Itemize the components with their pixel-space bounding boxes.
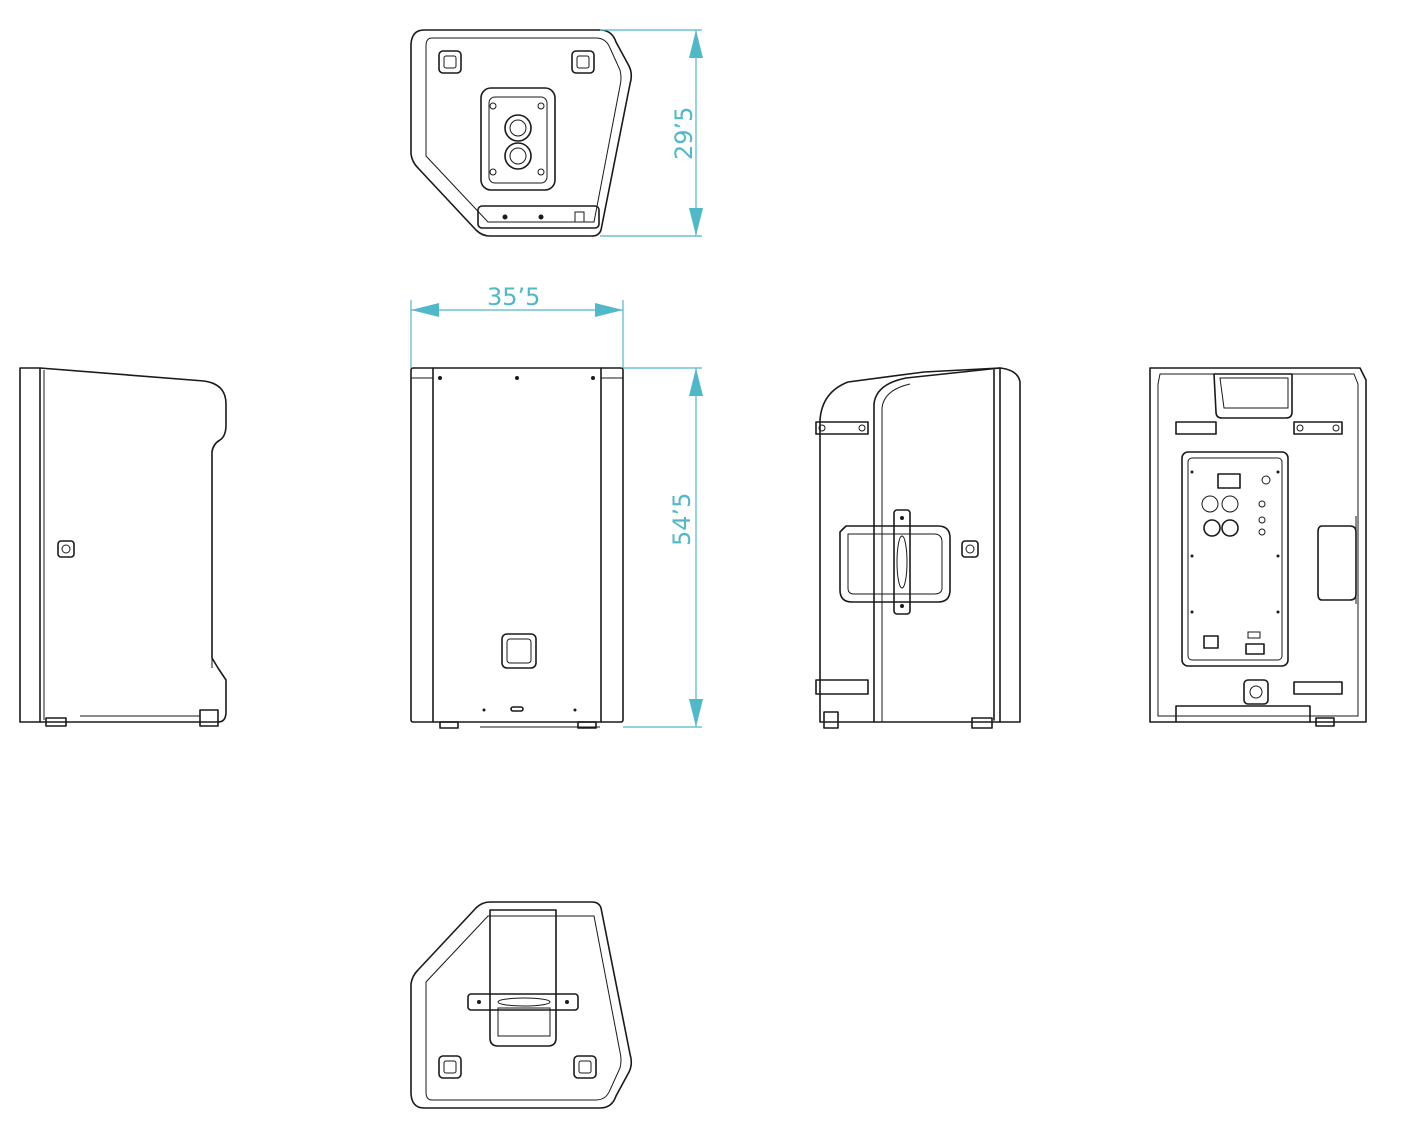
side-view-left (19, 367, 227, 727)
depth-label: 29’5 (670, 107, 698, 160)
side-view-right (815, 367, 1021, 729)
bottom-view (410, 901, 633, 1109)
height-label: 54’5 (668, 493, 696, 546)
height-dimension: 54’5 (623, 367, 703, 728)
top-view (410, 29, 633, 237)
rear-view (1149, 367, 1367, 727)
width-label: 35’5 (487, 283, 540, 311)
width-dimension: 35’5 (410, 283, 624, 368)
front-view (410, 367, 624, 729)
depth-dimension: 29’5 (600, 29, 703, 237)
